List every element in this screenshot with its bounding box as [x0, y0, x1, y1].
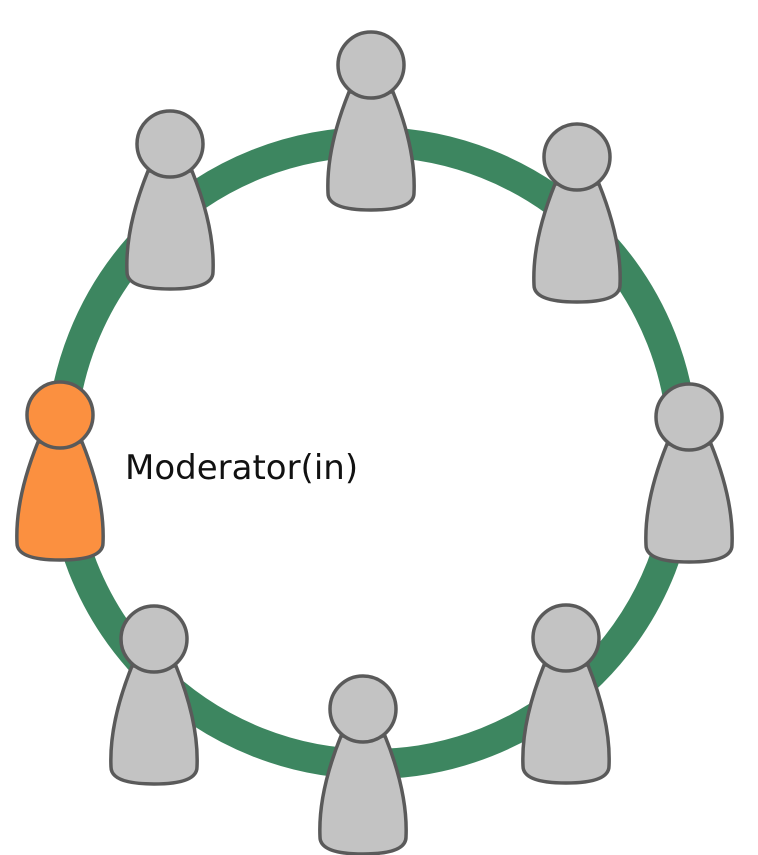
participant-bottom-left [109, 604, 199, 786]
participant-top [326, 30, 416, 212]
participant-top-left [125, 109, 215, 291]
participant-right [644, 382, 734, 564]
moderator-person [15, 380, 105, 562]
participant-bottom-right [521, 603, 611, 785]
participant-top-right [532, 122, 622, 304]
participant-bottom [318, 674, 408, 855]
moderator-label: Moderator(in) [125, 448, 358, 488]
